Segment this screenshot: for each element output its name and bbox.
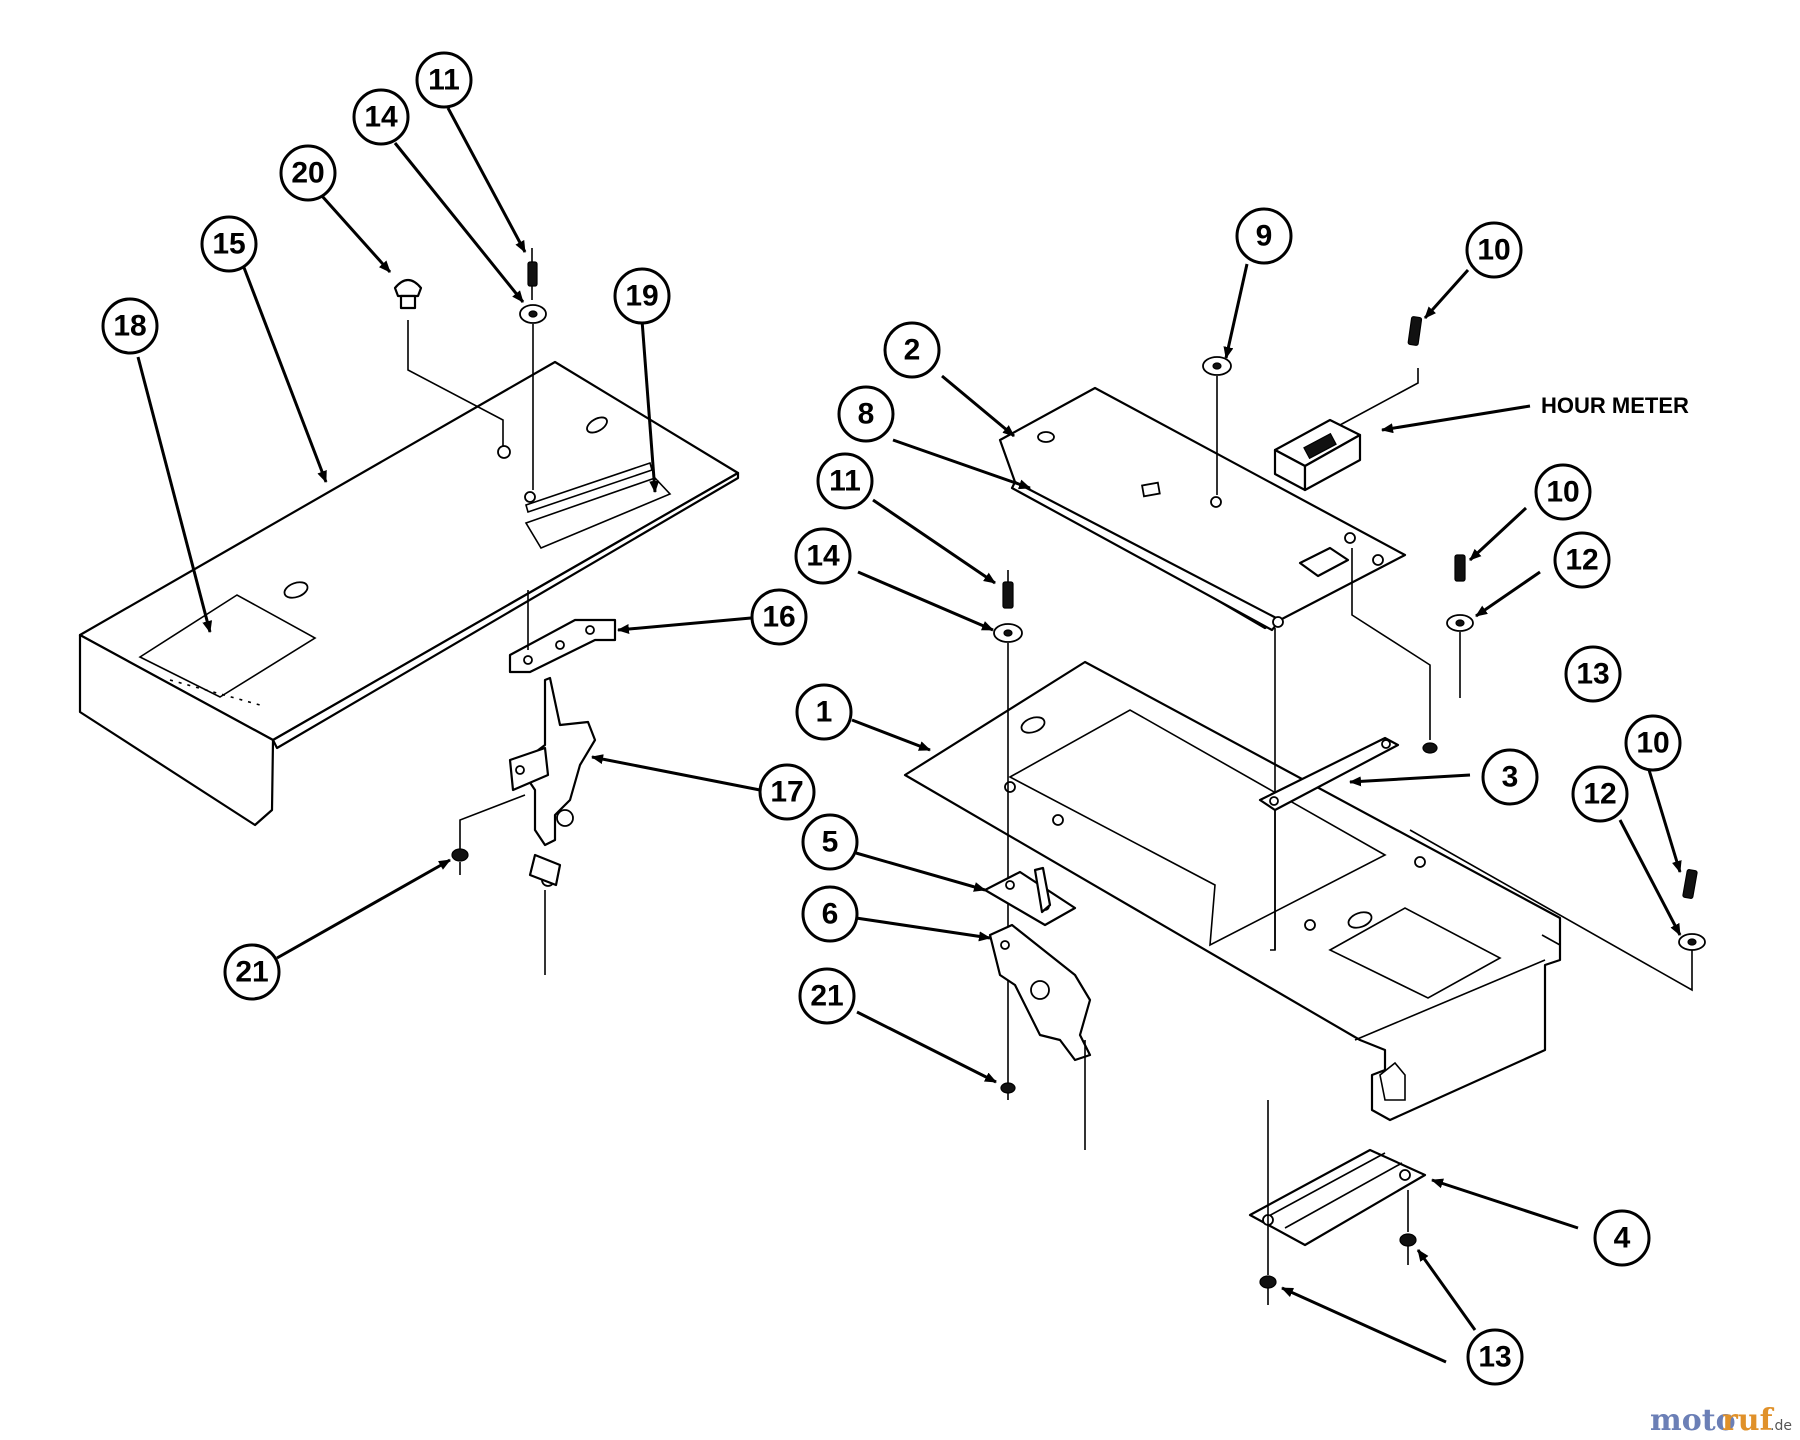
svg-text:1: 1: [816, 696, 833, 729]
main-panel-1: [903, 660, 1562, 1122]
left-cover-panel: [78, 360, 740, 827]
screw-10-mid: [1454, 554, 1466, 582]
callout-17: 17: [758, 763, 816, 821]
svg-text:21: 21: [235, 956, 268, 989]
svg-text:10: 10: [1636, 727, 1669, 760]
svg-text:3: 3: [1502, 761, 1519, 794]
hinge-6: [988, 866, 1092, 1150]
svg-text:21: 21: [810, 980, 843, 1013]
left-screw-11: [527, 248, 538, 300]
left-bracket-16: [508, 590, 617, 674]
hinge-bar-4: [1248, 1148, 1427, 1247]
callout-3: 3: [1481, 748, 1539, 806]
callout-10-mid: 10: [1534, 463, 1592, 521]
svg-text:2: 2: [904, 334, 921, 367]
washer-12-right: [1409, 829, 1706, 992]
callout-18: 18: [101, 297, 159, 355]
callout-2: 2: [883, 321, 941, 379]
watermark-logo: moto ruf .de: [1650, 1403, 1792, 1438]
left-hinge-17: [459, 676, 597, 975]
svg-text:13: 13: [1478, 1341, 1511, 1374]
nut-21-right: [1000, 1082, 1016, 1094]
svg-text:8: 8: [858, 398, 875, 431]
svg-text:13: 13: [1576, 658, 1609, 691]
hour-meter-label: HOUR METER: [1541, 393, 1689, 418]
nut-13-mid: [1422, 742, 1438, 754]
washer-14-right: [993, 623, 1023, 1100]
callout-14: 14: [352, 88, 410, 146]
callout-10-right: 10: [1624, 714, 1682, 772]
callout-4: 4: [1593, 1209, 1651, 1267]
bracket-5: [983, 870, 1077, 927]
leader-lines: [136, 107, 1682, 1364]
callout-6: 6: [801, 885, 859, 943]
nut-13-bottom-right: [1399, 1190, 1417, 1265]
svg-text:14: 14: [364, 101, 398, 134]
screw-10-right: [1682, 869, 1698, 899]
svg-text:17: 17: [770, 776, 803, 809]
screw-10-top: [1407, 316, 1423, 346]
callout-9: 9: [1235, 207, 1293, 265]
washer-12-mid: [1446, 614, 1474, 698]
callout-19: 19: [613, 267, 671, 325]
svg-text:11: 11: [428, 64, 460, 97]
svg-text:9: 9: [1256, 220, 1273, 253]
svg-text:18: 18: [113, 310, 146, 343]
svg-text:16: 16: [762, 601, 795, 634]
svg-text:10: 10: [1546, 476, 1579, 509]
callout-11: 11: [415, 51, 473, 109]
callout-14-right: 14: [794, 527, 852, 585]
callout-11-right: 11: [816, 452, 874, 510]
left-plug-20: [393, 278, 504, 446]
callout-16: 16: [750, 588, 808, 646]
svg-text:11: 11: [829, 465, 861, 498]
callout-13-mid: 13: [1564, 645, 1622, 703]
watermark-part-1: moto: [1650, 1403, 1736, 1438]
left-nut-21: [451, 848, 469, 875]
watermark-part-2: ruf: [1722, 1403, 1775, 1438]
svg-text:4: 4: [1614, 1222, 1631, 1255]
cover-plate-2: [998, 386, 1431, 951]
bar-3: [1258, 736, 1400, 950]
svg-text:6: 6: [822, 898, 839, 931]
callout-12-mid: 12: [1553, 531, 1611, 589]
nut-13-bottom-left: [1259, 1100, 1277, 1305]
svg-text:12: 12: [1583, 778, 1616, 811]
screw-11-right: [1002, 570, 1014, 609]
left-washer-14: [519, 304, 547, 490]
callout-15: 15: [200, 215, 258, 273]
callout-20: 20: [279, 144, 337, 202]
svg-text:14: 14: [806, 540, 840, 573]
callout-13-bottom: 13: [1466, 1328, 1524, 1386]
callout-21-right: 21: [798, 967, 856, 1025]
svg-text:5: 5: [822, 826, 839, 859]
svg-text:20: 20: [291, 157, 324, 190]
callout-12-right: 12: [1571, 765, 1629, 823]
hour-meter: [1273, 368, 1419, 492]
washer-9: [1202, 356, 1232, 495]
callout-8: 8: [837, 385, 895, 443]
watermark-suffix: .de: [1770, 1418, 1792, 1434]
callout-5: 5: [801, 813, 859, 871]
decal-19-area: [524, 477, 672, 550]
callout-21-left: 21: [223, 943, 281, 1001]
svg-text:15: 15: [212, 228, 245, 261]
svg-text:12: 12: [1565, 544, 1598, 577]
callout-10-top: 10: [1465, 221, 1523, 279]
callout-1: 1: [795, 683, 853, 741]
svg-text:10: 10: [1477, 234, 1510, 267]
svg-text:19: 19: [625, 280, 658, 313]
decal-area: [1328, 907, 1502, 999]
